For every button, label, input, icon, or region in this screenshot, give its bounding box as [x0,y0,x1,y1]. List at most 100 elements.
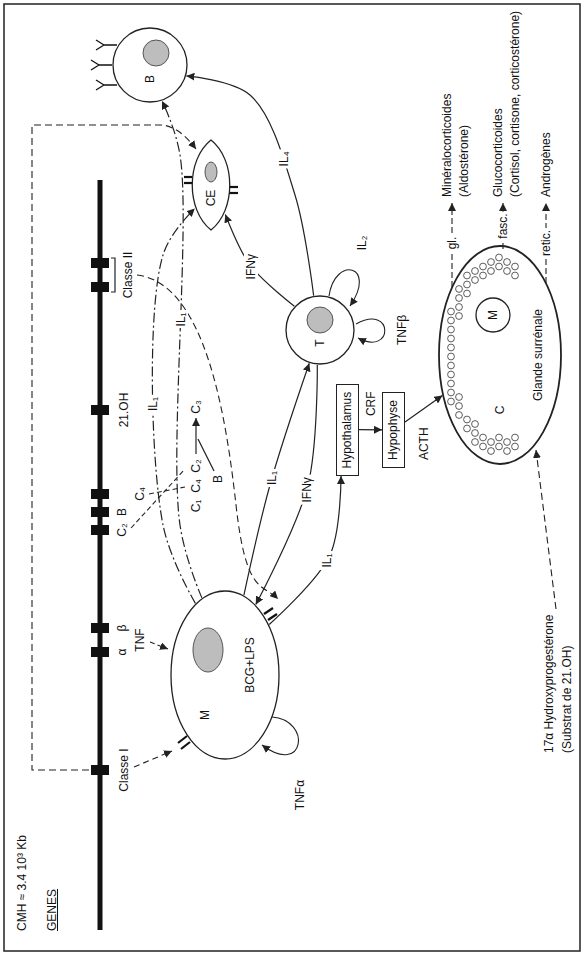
zone-label: gl. [445,235,459,252]
cortex-cell [448,353,455,360]
node-label: CE [204,190,219,207]
cortex-cell [496,434,503,441]
signal-arrow [269,476,341,624]
cortex-cell [464,425,471,432]
cortex-cell [488,439,495,446]
cytokine-label: TNFβ [395,313,409,347]
mhc-molecule [178,736,187,743]
hormone-label: (Aldostérone) [457,123,471,199]
cytokine-label: IL₁ [174,310,188,328]
cortex-cell [496,263,503,270]
cortex-cell [456,394,463,401]
cortex-cell [448,326,455,333]
adrenal-gland: Glande surrénaleCM [438,245,562,465]
hormone-label: (Cortisol, cortisone, corticostérone) [508,9,522,199]
cytokine-label: IL₁ [265,469,279,487]
signal-arrow [186,76,313,296]
cortex-cell [504,268,511,275]
gene-label: α [115,647,129,658]
gene-block [91,647,109,657]
node-sublabel: BCG+LPS [243,637,258,693]
medulla-circle: M [475,297,511,333]
substrate-label: 17α Hydroxyprogestérone [542,613,556,755]
node-outline [112,27,188,103]
gene-label: Classe II [121,250,135,301]
zone-label: retic. [539,228,553,258]
gene-label: B [115,506,129,518]
autocrine-loop [262,717,298,755]
cell-membrane [113,28,187,102]
cortex-cell [464,281,471,288]
cortex-cell [472,439,479,446]
cell-membrane [476,298,510,332]
cortex-cell [504,448,511,455]
cortex-cell [448,344,455,351]
cytokine-label: IL₂ [355,234,369,253]
gene-bar [98,180,103,930]
dashed-leader [131,469,185,528]
mhc-molecule [264,608,273,614]
gene-label: Classe I [117,746,131,793]
node-label: Hypophyse [386,400,400,460]
complement-label: C₃ [189,398,203,416]
cortex-cell [504,259,511,266]
b-cell: B [112,27,188,103]
cortex-cell [464,416,471,423]
node-label: Hypothalamus [340,392,354,469]
dashed-leader [149,487,185,494]
cytokine-label: ACTH [417,425,431,462]
cytokine-label: IFNγ [244,252,258,281]
cortex-cell [488,259,495,266]
cortex-cell [512,434,519,441]
dashed-leader [134,751,172,767]
cortex-cell [504,439,511,446]
cell-nucleus [205,162,217,182]
gene-label: C₂ [115,521,129,538]
node-label: T [313,339,328,346]
cortex-cell [456,412,463,419]
gene-label: β [115,623,129,634]
cortex-cell [512,263,519,270]
cortex-cell [472,277,479,284]
node-outline [285,295,355,365]
cytokine-label: IL₁ [146,395,160,413]
gene-block [91,258,109,268]
antibody [96,80,117,90]
cortex-cell [472,268,479,275]
node-outline [170,590,280,760]
cortex-cell [480,272,487,279]
cortex-cell [480,263,487,270]
antibody [91,60,112,70]
cortex-cell [464,290,471,297]
node-label: M [198,710,213,720]
hormone-label: Androgènes [539,130,553,199]
cortex-cell [496,443,503,450]
cytokine-label: IL₄ [277,149,291,168]
gene-block [91,507,109,517]
zone-label: fasc. [496,211,510,240]
cortex-cell [448,380,455,387]
cortex-cell [480,434,487,441]
cortex-cell [480,443,487,450]
cell-nucleus [143,40,169,66]
signal-arrow [162,101,202,598]
cell-membrane [171,591,279,759]
mhc-molecule [181,742,190,749]
cortex-cell [448,371,455,378]
hormone-label: Minéralocorticoides [440,92,454,199]
dashed-leader [150,642,168,649]
cytokine-label: IFNγ [300,475,314,504]
gene-block [91,282,109,292]
autocrine-loop [329,270,359,306]
node-label: M [486,310,501,320]
cortex-cell [448,389,455,396]
signal-arrow [256,365,318,605]
cortex-cell [456,403,463,410]
gene-block [91,623,109,633]
complement-label: C₂ [189,457,203,474]
signal-arrow [359,429,382,430]
section-heading: GENES [45,887,59,933]
cytokine-label: IL₁ [320,552,334,570]
cortex-cell [488,448,495,455]
